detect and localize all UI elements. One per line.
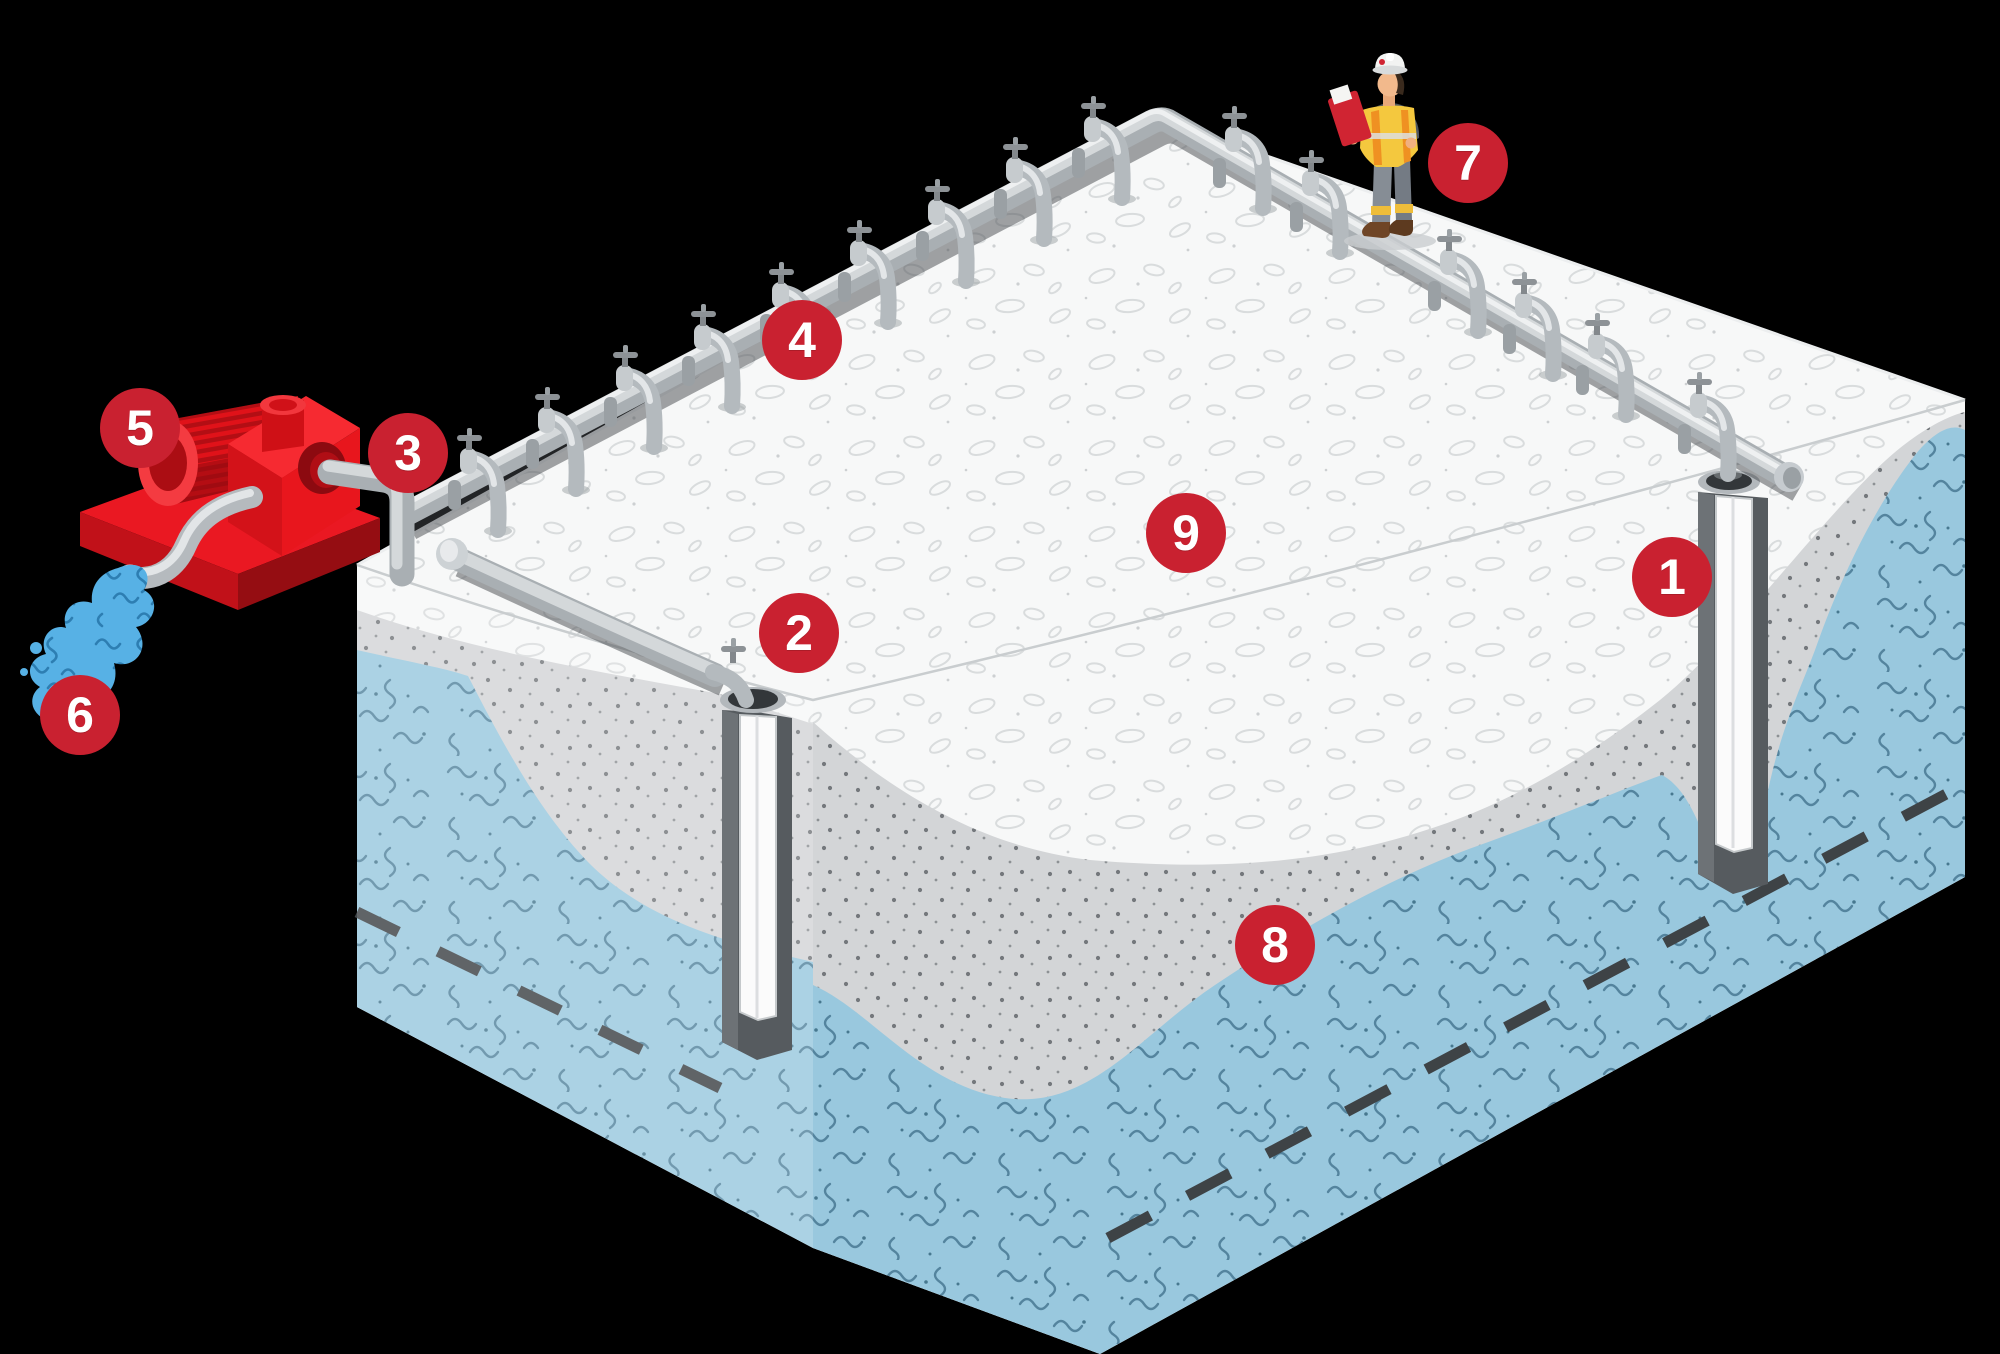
- badge-8-label: 8: [1261, 917, 1289, 973]
- badge-5: 5: [100, 388, 180, 468]
- badge-4-label: 4: [788, 312, 816, 368]
- badge-7: 7: [1428, 123, 1508, 203]
- badge-2: 2: [759, 593, 839, 673]
- branch-pipe: [436, 538, 754, 708]
- badge-9-label: 9: [1172, 505, 1200, 561]
- badge-3-label: 3: [394, 425, 422, 481]
- worker: [1328, 53, 1436, 250]
- ground-face-left: [354, 565, 813, 1248]
- clipboard: [1328, 84, 1372, 147]
- badge-3: 3: [368, 413, 448, 493]
- badge-6: 6: [40, 675, 120, 755]
- well-shaft-1: [1698, 492, 1768, 894]
- badge-1-label: 1: [1658, 549, 1686, 605]
- badge-6-label: 6: [66, 687, 94, 743]
- water-table-dashed-line-right: [1105, 787, 1953, 1243]
- badge-7-label: 7: [1454, 135, 1482, 191]
- badge-4: 4: [762, 300, 842, 380]
- header-pipe: [391, 107, 1804, 528]
- badge-5-label: 5: [126, 400, 154, 456]
- badge-9: 9: [1146, 493, 1226, 573]
- badge-1: 1: [1632, 537, 1712, 617]
- well-shaft-2: [722, 710, 792, 1060]
- badge-2-label: 2: [785, 605, 813, 661]
- water-table-dashed-line-left: [354, 907, 723, 1093]
- ground-face-right: [813, 400, 1965, 1354]
- badge-8: 8: [1235, 905, 1315, 985]
